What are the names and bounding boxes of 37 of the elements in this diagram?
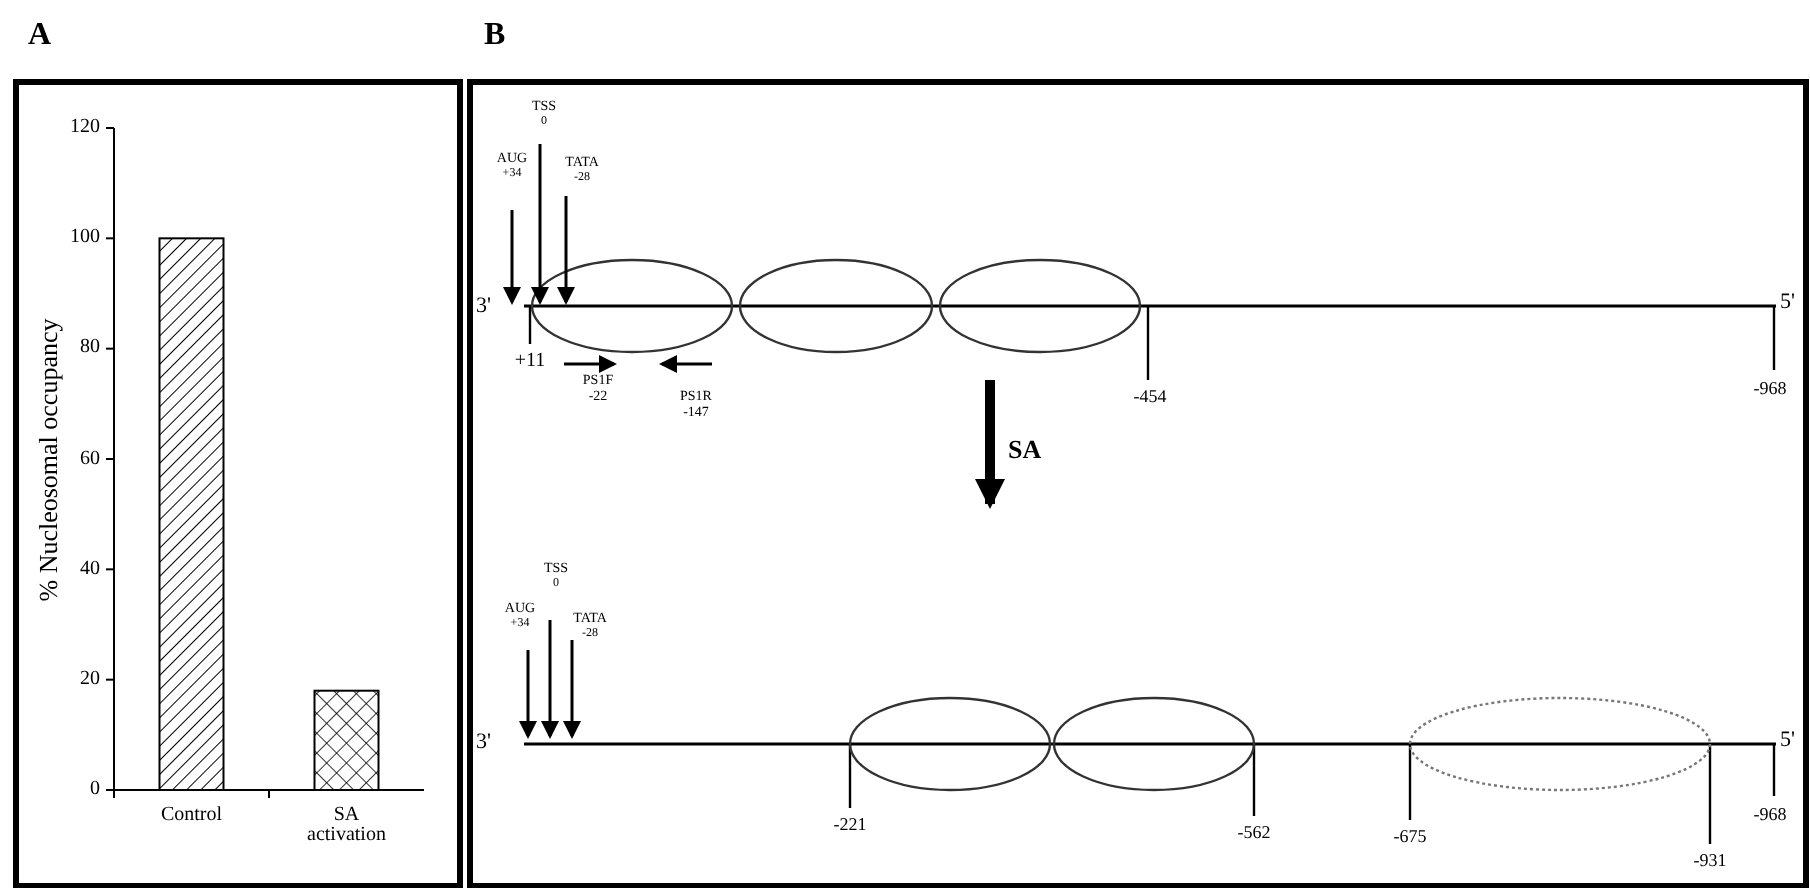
arrow: [541, 620, 559, 739]
tick-label: 40: [80, 559, 100, 580]
panel-label: A: [28, 20, 52, 52]
position-label: -454: [1133, 388, 1167, 406]
strand-end-label: 3': [476, 296, 491, 318]
position-label: -221: [833, 816, 867, 834]
position-label: -968: [1753, 806, 1787, 824]
nucleosome-ellipse: [1408, 696, 1712, 792]
nucleosome-ellipse: [938, 258, 1142, 354]
position-label: -675: [1393, 828, 1427, 846]
nucleosome-ellipse: [530, 258, 734, 354]
panel-label: B: [484, 20, 506, 52]
tick-label: 120: [70, 118, 100, 138]
strand-end-label: 5': [1780, 292, 1795, 314]
tick-label: 0: [90, 780, 100, 800]
arrow: [563, 640, 581, 739]
nucleosome-ellipse: [738, 258, 934, 354]
nucleosome-ellipse: [848, 696, 1052, 792]
tick-label: 80: [80, 338, 100, 359]
arrow: [557, 196, 575, 305]
position-label: +11: [514, 352, 546, 372]
arrow: [503, 210, 521, 305]
position-label: -968: [1753, 380, 1787, 398]
arrow: [531, 144, 549, 305]
strand-end-label: 3': [476, 732, 491, 754]
tick-label: 100: [70, 228, 100, 249]
nucleosome-ellipse: [1052, 696, 1256, 792]
arrow: [519, 650, 537, 739]
strand-end-label: 5': [1780, 730, 1795, 752]
category-label: SA activation: [305, 806, 388, 846]
position-label: -931: [1693, 852, 1727, 870]
position-label: -562: [1237, 824, 1271, 842]
category-label: Control: [158, 806, 225, 826]
tick-label: 20: [80, 669, 100, 690]
treatment-label: SA: [1008, 436, 1042, 462]
tick-label: 60: [80, 449, 100, 469]
axis-title: % Nucleosomal occupancy: [35, 317, 61, 601]
